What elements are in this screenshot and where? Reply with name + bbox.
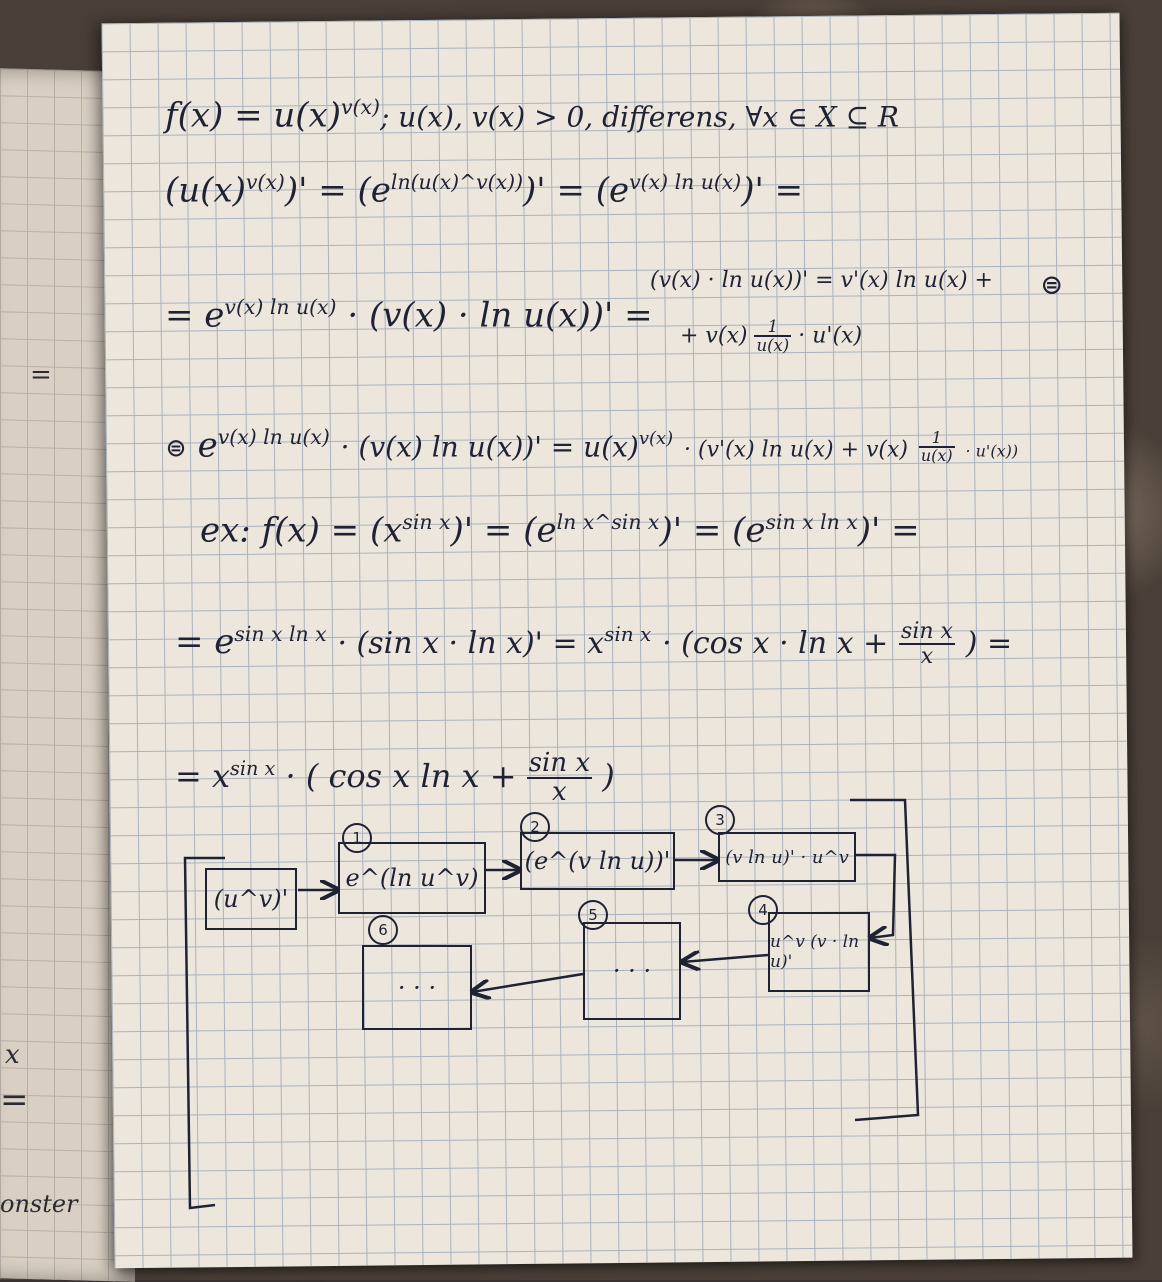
diagram-box-6-text: · · · xyxy=(397,973,437,1002)
diagram-badge-4: 4 xyxy=(748,895,778,925)
line-2: (u(x)v(x))' = (eln(u(x)^v(x)))' = (ev(x)… xyxy=(165,170,803,210)
line-3-part-a: = e xyxy=(165,295,225,336)
line-6-fraction-num: sin x xyxy=(899,619,955,646)
line-6-fraction-den: x xyxy=(920,644,934,670)
line-2-part-c: )' = (e xyxy=(523,170,630,211)
line-4-fraction-den: u(x) xyxy=(920,446,953,466)
line-4-part-b-exp: v(x) xyxy=(638,428,674,449)
diagram-box-1: e^(ln u^v) xyxy=(338,842,486,914)
bracket-bottom-a: + v(x) xyxy=(680,323,748,349)
line-2-part-a-exp: v(x) xyxy=(245,170,285,194)
line-5-part-b: )' = (e xyxy=(450,510,557,551)
line-1-exp: v(x) xyxy=(341,95,380,119)
diagram-badge-3: 3 xyxy=(705,805,735,835)
line-4-fraction-num: 1 xyxy=(918,429,955,449)
line-3-circled-equals: ⊜ xyxy=(1040,268,1064,301)
diagram-badge-6: 6 xyxy=(368,915,398,945)
line-2-part-d: )' = xyxy=(741,170,804,211)
line-4: ⊜ ev(x) ln u(x) · (v(x) ln u(x))' = u(x)… xyxy=(165,425,1018,465)
line-7-fraction-den: x xyxy=(552,777,567,808)
diagram-box-3: (v ln u)' · u^v xyxy=(718,832,856,882)
diagram-box-2: (e^(v ln u))' xyxy=(520,832,675,890)
diagram-start-text: (u^v)' xyxy=(213,885,289,913)
left-page-mark-3: = xyxy=(0,1080,29,1120)
line-6-part-b-exp: sin x xyxy=(604,621,652,646)
diagram-box-1-text: e^(ln u^v) xyxy=(345,864,479,892)
diagram-badge-1: 1 xyxy=(342,823,372,853)
line-7-part-a: = x xyxy=(175,756,231,795)
line-7-fraction-num: sin x xyxy=(526,748,593,780)
line-3-bracket-top: (v(x) · ln u(x))' = v'(x) ln u(x) + xyxy=(650,268,993,293)
line-1-fx: f(x) = u(x) xyxy=(165,95,341,136)
line-4-part-c: · (v'(x) ln u(x) + v(x) xyxy=(684,437,909,463)
line-3-part-b: · (v(x) · ln u(x))' = xyxy=(347,295,653,336)
line-4-part-b: · (v(x) ln u(x))' = u(x) xyxy=(340,430,639,464)
bracket-top-text: (v(x) · ln u(x))' = v'(x) ln u(x) + xyxy=(650,268,993,293)
diagram-box-2-text: (e^(v ln u))' xyxy=(524,847,671,875)
diagram-box-4-text: u^v (v · ln u)' xyxy=(770,932,860,972)
diagram-box-3-text: (v ln u)' · u^v xyxy=(725,846,849,868)
diagram-badge-2: 2 xyxy=(520,812,550,842)
line-5-part-a-exp: sin x xyxy=(402,510,451,534)
diagram-box-5: · · · xyxy=(583,922,681,1020)
line-6-part-a-exp: sin x ln x xyxy=(234,621,327,646)
line-7-part-c: ) xyxy=(602,756,615,795)
line-5-part-c-exp: sin x ln x xyxy=(765,510,858,534)
line-4-circled-equals: ⊜ xyxy=(165,433,187,464)
diagram-box-6: · · · xyxy=(362,945,472,1030)
line-2-part-b-exp: ln(u(x)^v(x)) xyxy=(390,170,524,194)
left-page-word: onster xyxy=(0,1190,78,1218)
line-3-part-a-exp: v(x) ln u(x) xyxy=(224,295,337,319)
line-6: = esin x ln x · (sin x · ln x)' = xsin x… xyxy=(175,620,1012,668)
diagram-start-box: (u^v)' xyxy=(205,868,297,930)
line-5-part-d: )' = xyxy=(857,510,920,551)
line-4-part-a: e xyxy=(197,425,218,466)
line-5-part-b-exp: ln x^sin x xyxy=(556,510,660,534)
line-1: f(x) = u(x)v(x); u(x), v(x) > 0, differe… xyxy=(165,95,899,135)
line-5-part-a: ex: f(x) = (x xyxy=(200,510,403,551)
line-7-part-b: · ( cos x ln x + xyxy=(285,756,517,795)
diagram-box-5-text: · · · xyxy=(612,957,652,985)
line-2-part-b: )' = (e xyxy=(284,170,391,211)
line-2-part-a: (u(x) xyxy=(165,170,246,211)
line-1-conditions: ; u(x), v(x) > 0, differens, ∀x ∈ X ⊆ R xyxy=(379,100,900,134)
left-page-mark-1: = xyxy=(30,360,52,390)
line-5: ex: f(x) = (xsin x)' = (eln x^sin x)' = … xyxy=(200,510,920,550)
line-3: = ev(x) ln u(x) · (v(x) · ln u(x))' = xyxy=(165,295,653,335)
line-4-part-a-exp: v(x) ln u(x) xyxy=(217,425,330,449)
bracket-fraction-num: 1 xyxy=(754,318,792,338)
left-page-mark-2: x xyxy=(5,1040,20,1070)
line-6-part-c: · (cos x · ln x + xyxy=(662,626,889,662)
bracket-bottom-b: · u'(x) xyxy=(798,323,863,349)
diagram-box-4: u^v (v · ln u)' xyxy=(768,912,870,992)
line-6-part-a: = e xyxy=(175,622,235,663)
diagram-badge-5: 5 xyxy=(578,900,608,930)
bracket-fraction-den: u(x) xyxy=(756,336,790,356)
line-2-part-c-exp: v(x) ln u(x) xyxy=(629,170,742,194)
line-6-part-d: ) = xyxy=(965,626,1013,662)
line-6-part-b: · (sin x · ln x)' = x xyxy=(337,626,605,662)
line-7-part-a-exp: sin x xyxy=(230,757,276,781)
line-5-part-c: )' = (e xyxy=(659,510,766,551)
line-4-part-d: · u'(x)) xyxy=(965,441,1019,461)
